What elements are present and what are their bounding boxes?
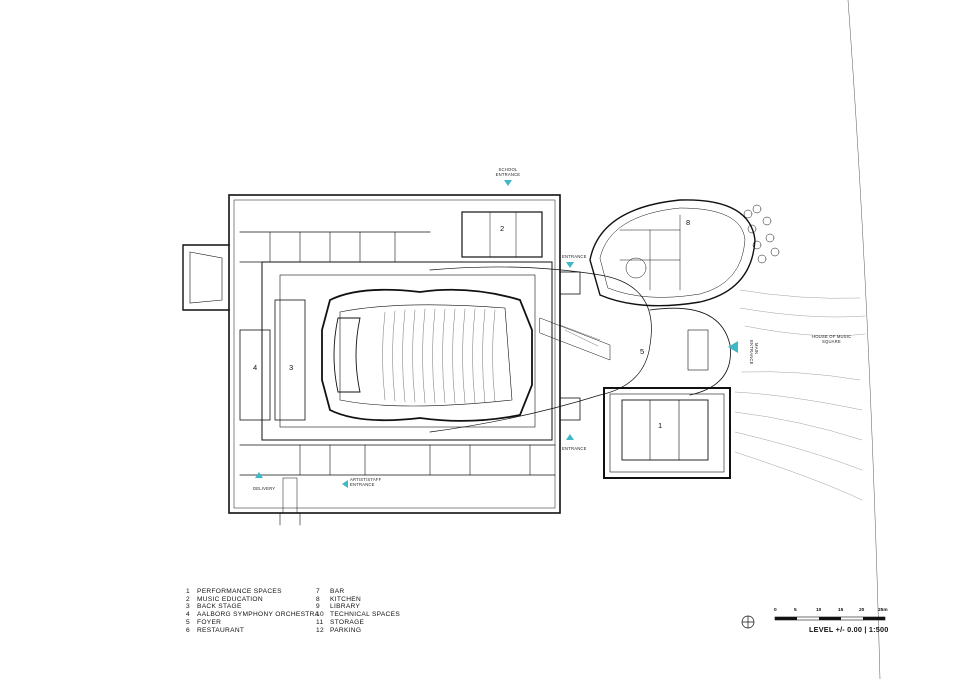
scale-bar: [774, 616, 886, 621]
scale-tick: 0: [774, 608, 777, 613]
room-number-5: 5: [640, 347, 644, 356]
west-annex: [182, 244, 230, 311]
artist-staff-label: ARTIST/STAFF: [350, 477, 382, 482]
school-entrance-label: SCHOOL: [499, 167, 518, 172]
scale-tick: 15: [838, 608, 844, 613]
performance-space: [603, 387, 731, 479]
room-number-3: 3: [289, 363, 293, 372]
restaurant-building: [589, 199, 756, 307]
auditorium-outline: [321, 288, 533, 422]
school-entrance-label-2: ENTRANCE: [496, 172, 521, 177]
scale-tick: 10: [816, 608, 822, 613]
square-label-2: SQUARE: [822, 339, 841, 344]
level-scale-label: LEVEL +/- 0.00 | 1:500: [809, 625, 889, 634]
triangle-marker-icon: [504, 180, 512, 186]
entrance-south-label: ENTRANCE: [562, 446, 587, 451]
scale-tick: 25m: [878, 608, 888, 613]
entrance-north-label: ENTRANCE: [562, 254, 587, 259]
north-arrow-icon: [741, 615, 755, 629]
square-label: HOUSE OF MUSIC: [812, 334, 851, 339]
entrance-markers: [255, 180, 738, 488]
music-education-room: [461, 211, 543, 258]
triangle-marker-icon: [728, 341, 738, 353]
building-outline: [228, 194, 561, 514]
triangle-marker-icon: [255, 472, 263, 478]
room-number-4: 4: [253, 363, 257, 372]
foyer-outline: [429, 266, 652, 433]
entrance-main-label-2: MAIN: [754, 343, 759, 354]
triangle-marker-icon: [566, 262, 574, 268]
entrance-main-label: ENTRANCE: [749, 340, 754, 365]
triangle-marker-icon: [342, 480, 348, 488]
room-number-1: 1: [658, 421, 662, 430]
scale-tick: 5: [794, 608, 797, 613]
triangle-marker-icon: [566, 434, 574, 440]
room-number-8: 8: [686, 218, 690, 227]
delivery-label: DELIVERY: [253, 486, 275, 491]
scale-tick: 20: [859, 608, 865, 613]
artist-staff-label-2: ENTRANCE: [350, 482, 375, 487]
room-number-2: 2: [500, 224, 504, 233]
